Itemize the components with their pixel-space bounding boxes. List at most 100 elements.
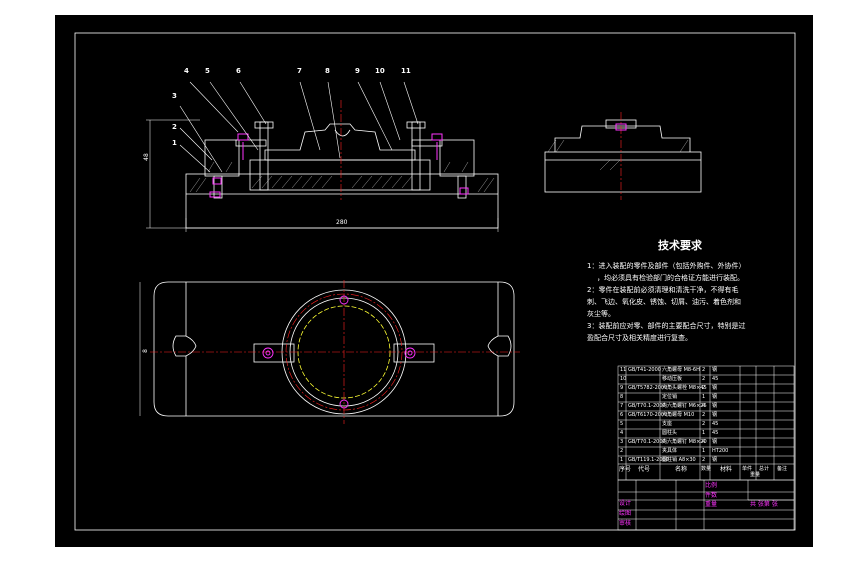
parts-cell-material: HT200 (712, 448, 729, 454)
tech-requirement-line: 1：进入装配的零件及部件（包括外购件、外协件） (587, 262, 746, 270)
parts-cell-no: 5 (620, 421, 624, 427)
leader-label-5: 5 (205, 67, 210, 75)
parts-cell-code: GB/T70.1-2000 (628, 439, 666, 445)
parts-cell-material: 钢 (712, 403, 718, 409)
tech-requirement-line: 刺、飞边、氧化皮、锈蚀、切屑、油污、着色剂和 (587, 298, 741, 306)
side-pin (615, 123, 627, 131)
parts-cell-name: 六角螺母 M10 (662, 412, 695, 418)
parts-cell-material: 45 (712, 430, 719, 436)
parts-cell-material: 钢 (712, 412, 718, 418)
title-drawing-label: 件数 (705, 492, 718, 499)
parts-cell-name: 夹具体 (662, 448, 678, 454)
header-qty: 数量 (701, 466, 712, 472)
plan-holes (262, 295, 416, 409)
parts-cell-qty: 1 (702, 430, 706, 436)
plan-outline (153, 281, 515, 417)
side-view (544, 119, 702, 193)
title-scale-label: 比例 (705, 482, 718, 489)
parts-cell-qty: 2 (702, 367, 706, 373)
leader-label-1: 1 (172, 139, 177, 147)
parts-cell-qty: 4 (702, 439, 706, 445)
parts-cell-code: GB/T6170-2000 (628, 412, 668, 418)
tech-requirement-line: 2：零件在装配前必须清理和清洗干净，不得有毛 (587, 286, 739, 294)
parts-cell-material: 钢 (712, 457, 718, 463)
tech-requirement-line: 3：装配前应对零、部件的主要配合尺寸，特别是过 (587, 322, 746, 330)
tech-requirements-title: 技术要求 (658, 239, 702, 252)
parts-cell-no: 3 (620, 439, 624, 445)
parts-cell-material: 钢 (712, 394, 718, 400)
parts-cell-no: 2 (620, 448, 624, 454)
parts-cell-no: 7 (620, 403, 624, 409)
header-remark: 备注 (777, 466, 788, 472)
header-code: 代号 (638, 466, 651, 473)
leader-label-2: 2 (172, 123, 177, 131)
parts-cell-name: 定位销 (662, 394, 678, 400)
side-base (544, 151, 702, 193)
parts-cell-code: GB/T119.1-2000 (628, 457, 669, 463)
parts-cell-code: GB/T70.1-2000 (628, 403, 666, 409)
leader-lines (179, 81, 419, 173)
parts-cell-qty: 2 (702, 412, 706, 418)
tech-requirement-line: 盈配合尺寸及相关精度进行复查。 (587, 334, 692, 342)
tech-requirement-line: 灰尘等。 (587, 310, 615, 318)
drawing-sheet (55, 15, 813, 547)
parts-cell-qty: 2 (702, 385, 706, 391)
parts-cell-no: 4 (620, 430, 624, 436)
right-support (439, 139, 475, 177)
parts-cell-name: 支座 (662, 421, 673, 427)
title-drawing-by-label: 绘图 (619, 510, 632, 517)
tech-requirement-line: ，均必须具有检验部门的合格证方能进行装配。 (597, 274, 744, 282)
parts-cell-no: 6 (620, 412, 624, 418)
parts-cell-name: 圆柱头 (662, 430, 678, 436)
parts-cell-name: 内六角螺钉 M8×20 (662, 439, 707, 445)
height-dimension: 48 (142, 153, 150, 161)
side-hatching (547, 139, 689, 171)
parts-cell-name: 移动压板 (662, 376, 683, 382)
title-check-label: 审核 (619, 520, 632, 527)
leader-label-6: 6 (236, 67, 241, 75)
header-unit-weight: 单件 (742, 466, 753, 472)
leader-label-4: 4 (184, 67, 189, 75)
header-name: 名称 (675, 466, 688, 473)
parts-cell-material: 45 (712, 376, 719, 382)
header-weight: 重量 (750, 472, 761, 478)
parts-cell-qty: 1 (702, 448, 706, 454)
plan-height-dimension: 8 (141, 349, 149, 353)
front-hatching (189, 161, 495, 193)
header-material: 材料 (720, 466, 733, 473)
parts-cell-name: 圆柱销 A8×30 (662, 457, 696, 463)
parts-cell-no: 8 (620, 394, 624, 400)
parts-cell-no: 10 (620, 376, 627, 382)
workpiece (264, 123, 416, 161)
parts-cell-code: GB/T5782-2000 (628, 385, 668, 391)
parts-cell-qty: 2 (702, 457, 706, 463)
parts-cell-name: 内六角螺钉 M6×25 (662, 403, 707, 409)
parts-cell-material: 45 (712, 421, 719, 427)
parts-cell-qty: 1 (702, 394, 706, 400)
leader-label-9: 9 (355, 67, 360, 75)
leader-label-10: 10 (375, 67, 385, 75)
title-design-label: 设计 (619, 500, 632, 507)
front-dimensions (146, 119, 499, 232)
parts-cell-qty: 2 (702, 421, 706, 427)
leader-label-11: 11 (401, 67, 411, 75)
parts-cell-material: 钢 (712, 385, 718, 391)
parts-cell-name: 六角头螺栓 M8×45 (662, 385, 707, 391)
parts-cell-no: 1 (620, 457, 624, 463)
parts-cell-no: 9 (620, 385, 624, 391)
parts-cell-no: 11 (620, 367, 627, 373)
parts-cell-qty: 2 (702, 376, 706, 382)
leader-label-8: 8 (325, 67, 330, 75)
title-sheet-label: 共 张第 张 (750, 501, 778, 508)
leader-label-7: 7 (297, 67, 302, 75)
parts-cell-qty: 4 (702, 403, 706, 409)
header-total-weight: 总计 (759, 466, 770, 472)
leader-label-3: 3 (172, 92, 177, 100)
parts-cell-code: GB/T41-2000 (628, 367, 661, 373)
inner-frame (74, 32, 796, 531)
parts-cell-material: 钢 (712, 367, 718, 373)
width-dimension: 280 (336, 219, 348, 226)
title-weight-label: 重量 (705, 501, 718, 508)
parts-cell-name: 六角螺母 M8-6H (662, 367, 700, 373)
